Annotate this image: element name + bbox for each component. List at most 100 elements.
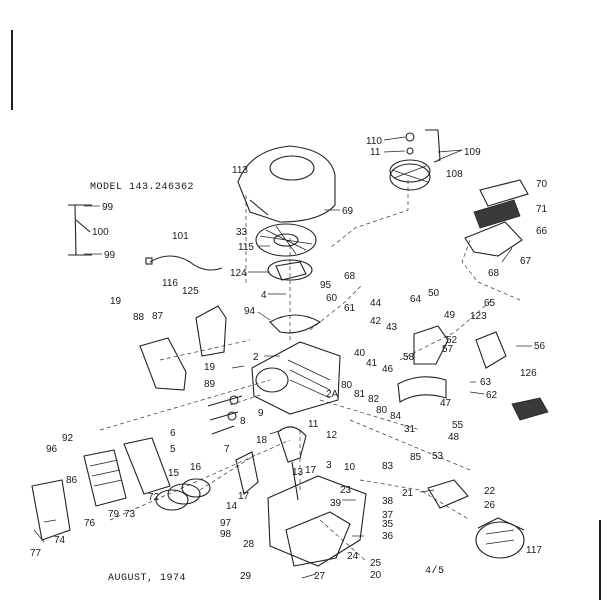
- callout-80: 80: [376, 405, 388, 416]
- callout-55: 55: [452, 420, 464, 431]
- callout-117: 117: [526, 545, 542, 556]
- callout-57: 57: [442, 344, 454, 355]
- callout-20: 20: [370, 570, 382, 581]
- callout-95: 95: [320, 280, 332, 291]
- callout-71: 71: [536, 204, 548, 215]
- flywheel: [255, 223, 317, 257]
- model-number: MODEL 143.246362: [90, 182, 194, 193]
- callout-17: 17: [238, 491, 250, 502]
- callout-21: 21: [402, 488, 414, 499]
- callout-17: 17: [305, 465, 317, 476]
- callout-98: 98: [220, 529, 232, 540]
- callout-72: 72: [148, 492, 160, 503]
- callout-99: 99: [104, 250, 116, 261]
- callout-64: 64: [410, 294, 422, 305]
- callout-65: 65: [484, 298, 496, 309]
- assembly-lines: [99, 180, 521, 561]
- callout-61: 61: [344, 303, 356, 314]
- callout-62: 62: [486, 390, 498, 401]
- callout-24: 24: [347, 551, 359, 562]
- callout-42: 42: [370, 316, 382, 327]
- callout-44: 44: [370, 298, 382, 309]
- callout-11: 11: [308, 419, 319, 430]
- leader-lines: [33, 136, 532, 579]
- print-date: AUGUST, 1974: [108, 573, 186, 584]
- callout-82: 82: [368, 394, 380, 405]
- callout-25: 25: [370, 558, 382, 569]
- callout-43: 43: [386, 322, 398, 333]
- muffler: [397, 376, 447, 403]
- callout-97: 97: [220, 518, 232, 529]
- callout-10: 10: [344, 462, 356, 473]
- callout-50: 50: [428, 288, 440, 299]
- callout-94: 94: [244, 306, 256, 317]
- callout-38: 38: [382, 496, 394, 507]
- callout-101: 101: [172, 231, 189, 242]
- callout-31: 31: [404, 424, 416, 435]
- fuel-pump: [427, 479, 469, 509]
- oil-pan-base: [267, 475, 367, 567]
- starter-assembly: [389, 129, 441, 191]
- callout-40: 40: [354, 348, 366, 359]
- callout-2: 2: [253, 352, 259, 363]
- valve-train: [207, 395, 243, 435]
- callout-29: 29: [240, 571, 252, 582]
- callout-69: 69: [342, 206, 354, 217]
- callout-56: 56: [534, 341, 546, 352]
- governor-assembly: [139, 305, 227, 391]
- callout-labels: 113 110 11 109 108 70 71 66 67 68 99 100…: [30, 136, 548, 582]
- cylinder-head: [31, 449, 127, 541]
- gasket-kit: [511, 397, 549, 421]
- callout-88: 88: [133, 312, 145, 323]
- blower-housing: [237, 145, 336, 223]
- magneto-assembly: [267, 259, 313, 281]
- callout-58: 58: [403, 352, 415, 363]
- callout-48: 48: [448, 432, 460, 443]
- callout-13: 13: [292, 467, 304, 478]
- callout-47: 47: [440, 398, 452, 409]
- callout-2A: 2A: [326, 389, 339, 400]
- callout-96: 96: [46, 444, 58, 455]
- callout-46: 46: [382, 364, 394, 375]
- callout-53: 53: [432, 451, 444, 462]
- callout-52: 52: [446, 335, 458, 346]
- air-cleaner: [464, 179, 529, 257]
- callout-15: 15: [168, 468, 180, 479]
- callout-63: 63: [480, 377, 492, 388]
- callout-99: 99: [102, 202, 114, 213]
- callout-12: 12: [326, 430, 338, 441]
- fuel-tank: [475, 517, 525, 559]
- connecting-rod: [235, 451, 259, 496]
- callout-86: 86: [66, 475, 78, 486]
- callout-80: 80: [341, 380, 353, 391]
- callout-33: 33: [236, 227, 248, 238]
- callout-89: 89: [204, 379, 216, 390]
- callout-92: 92: [62, 433, 74, 444]
- callout-3: 3: [326, 460, 332, 471]
- crankshaft: [277, 426, 307, 501]
- callout-18: 18: [256, 435, 268, 446]
- callout-115: 115: [238, 242, 254, 253]
- callout-49: 49: [444, 310, 456, 321]
- carburetor: [413, 325, 507, 369]
- callout-76: 76: [84, 518, 96, 529]
- callout-100: 100: [92, 227, 109, 238]
- wiring-harness: [145, 255, 223, 271]
- callout-60: 60: [326, 293, 338, 304]
- callout-73: 73: [124, 509, 136, 520]
- callout-124: 124: [230, 268, 247, 279]
- callout-14: 14: [226, 501, 238, 512]
- callout-84: 84: [390, 411, 402, 422]
- callout-68: 68: [344, 271, 356, 282]
- baffle: [269, 314, 322, 334]
- callout-126: 126: [520, 368, 537, 379]
- callout-6: 6: [170, 428, 176, 439]
- callout-68: 68: [488, 268, 500, 279]
- callout-26: 26: [484, 500, 496, 511]
- callout-22: 22: [484, 486, 496, 497]
- cylinder-block: [251, 341, 341, 415]
- callout-109: 109: [464, 147, 481, 158]
- callout-67: 67: [520, 256, 532, 267]
- choke-lever: [68, 204, 92, 256]
